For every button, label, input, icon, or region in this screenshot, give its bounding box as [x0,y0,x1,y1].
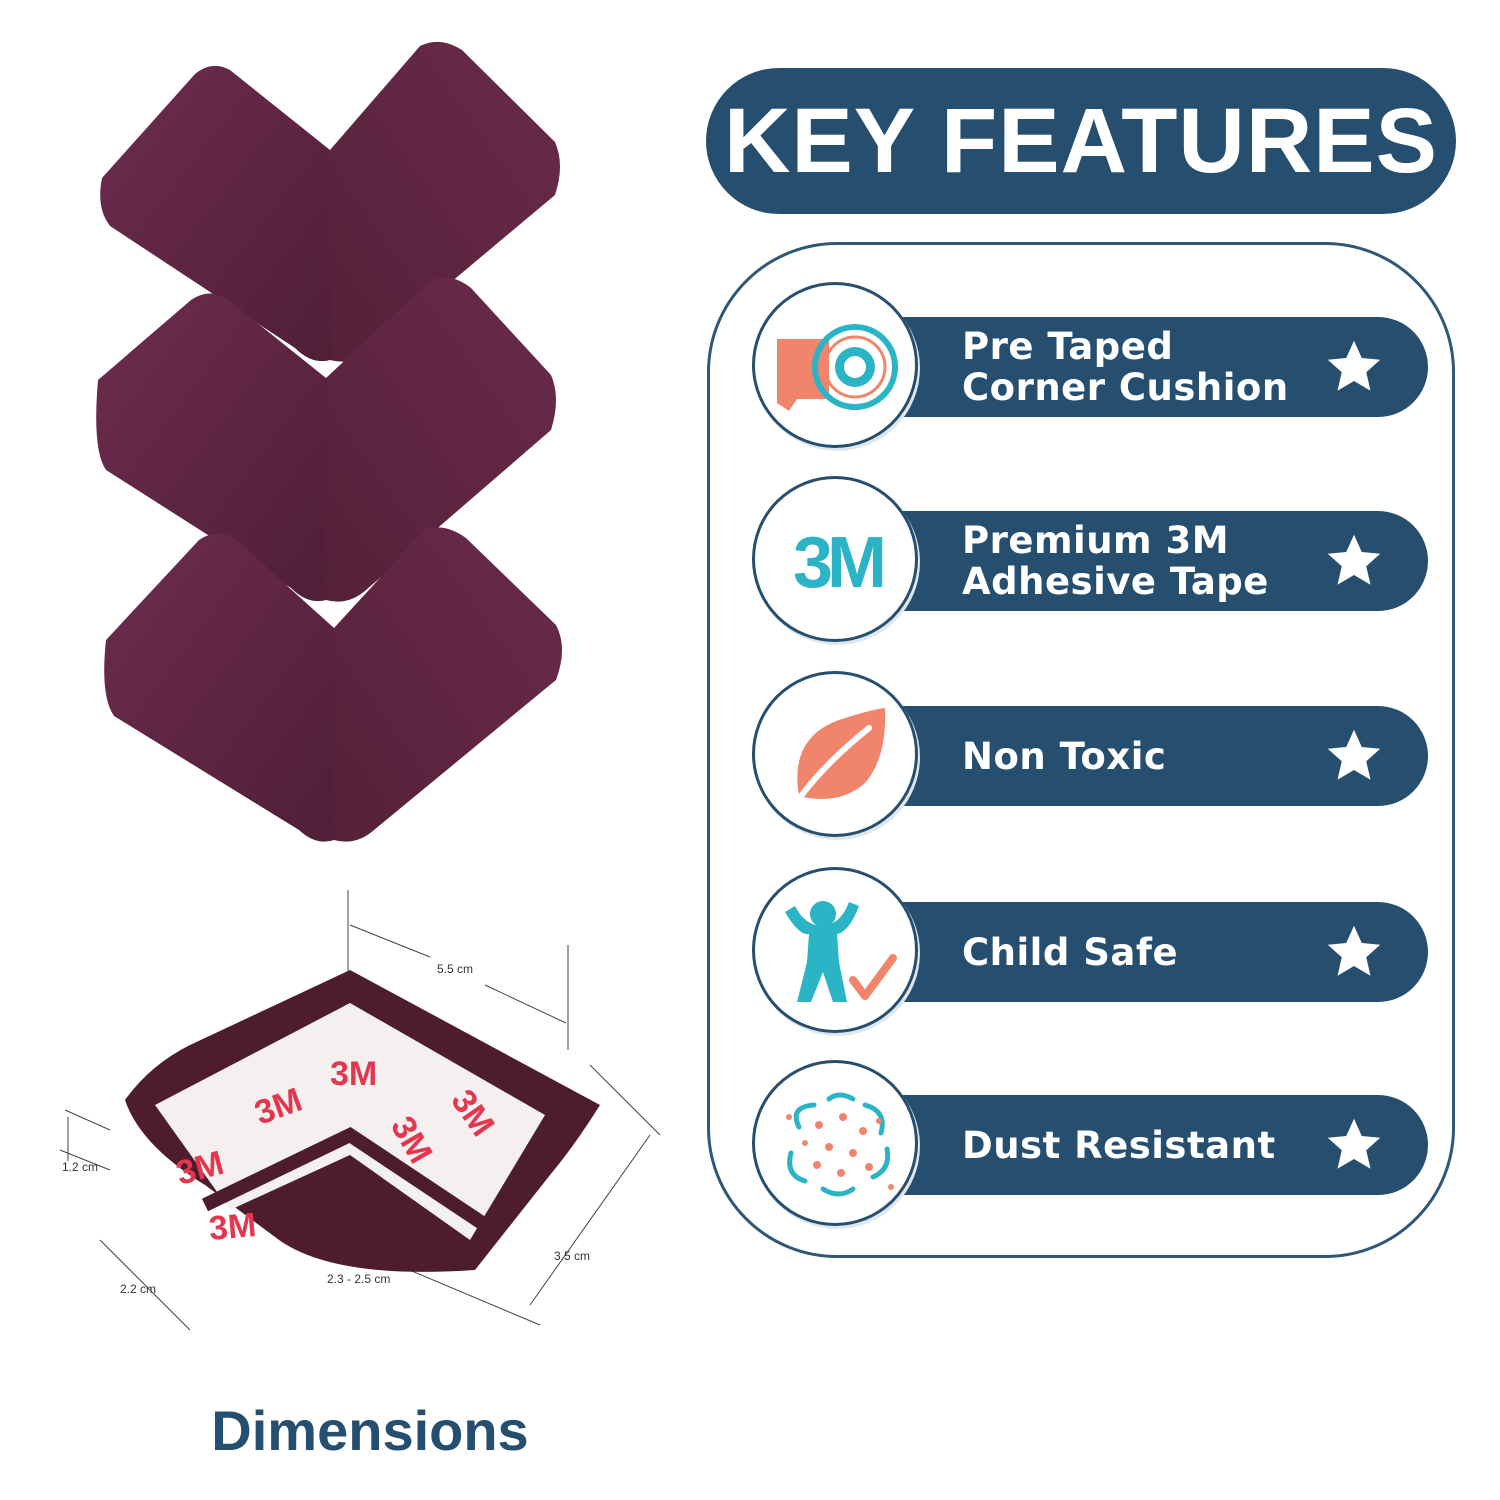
cushion-middle [96,277,556,602]
feature-label-line1: Pre Taped [962,325,1174,368]
cushion-bottom [104,527,562,842]
feature-label-line1: Non Toxic [962,734,1167,778]
dust-particles-icon [786,1092,894,1197]
feature-label-line1: Dust Resistant [962,1123,1276,1167]
feature-bar [852,317,1428,417]
feature-label: Child Safe [962,902,1178,1002]
feature-icon-circle: 3M [752,476,918,642]
feature-bar [852,1095,1428,1195]
feature-bar [852,902,1428,1002]
feature-label: Non Toxic [962,706,1166,806]
feature-label: Dust Resistant [962,1095,1276,1195]
feature-icon-circle [752,282,918,448]
corner-cushions-photo [96,41,562,842]
dimension-diagram: 3M 3M 3M 3M 3M 3M [59,890,661,1331]
child-check-icon [785,901,897,1002]
feature-label-line2: Corner Cushion [962,366,1289,409]
3m-logo-text: 3M [793,523,883,603]
star-icon [1327,534,1381,585]
feature-icon-circle [752,1060,918,1226]
tape-roll-icon [777,324,898,411]
feature-label-line2: Adhesive Tape [962,560,1269,603]
dim-side-right: 3.5 cm [554,1249,591,1263]
feature-label-line1: Child Safe [962,930,1179,974]
feature-bar [852,706,1428,806]
dimensions-caption: Dimensions [211,1399,529,1462]
3m-logo-icon: 3M [793,523,889,603]
feature-icon-circle [752,867,918,1033]
dim-inner-arm: 2.3 - 2.5 cm [327,1272,391,1286]
dim-top-width: 5.5 cm [437,962,474,976]
dim-side-left: 2.2 cm [120,1282,157,1296]
page-title: KEY FEATURES [723,89,1439,192]
feature-label-line1: Premium 3M [962,519,1230,562]
svg-text:3M: 3M [330,1055,377,1093]
star-icon [1327,925,1381,976]
feature-dust-resistant: Dust Resistant [752,1060,1432,1230]
feature-non-toxic: Non Toxic [752,671,1432,841]
svg-text:3M: 3M [207,1206,257,1248]
feature-icon-circle [752,671,918,837]
feature-pre-taped: Pre Taped Corner Cushion [752,282,1432,452]
star-icon [1327,729,1381,780]
star-icon [1327,1118,1381,1169]
feature-child-safe: Child Safe [752,867,1432,1037]
key-features-header: KEY FEATURES [706,68,1456,214]
feature-label: Pre Taped Corner Cushion [962,317,1289,417]
leaf-icon [788,708,886,813]
feature-bar [852,511,1428,611]
cushion-top [100,41,560,362]
feature-label: Premium 3M Adhesive Tape [962,511,1269,611]
feature-3m-tape: 3M Premium 3M Adhesive Tape [752,476,1432,646]
dim-thickness: 1.2 cm [62,1160,99,1174]
star-icon [1327,340,1381,391]
